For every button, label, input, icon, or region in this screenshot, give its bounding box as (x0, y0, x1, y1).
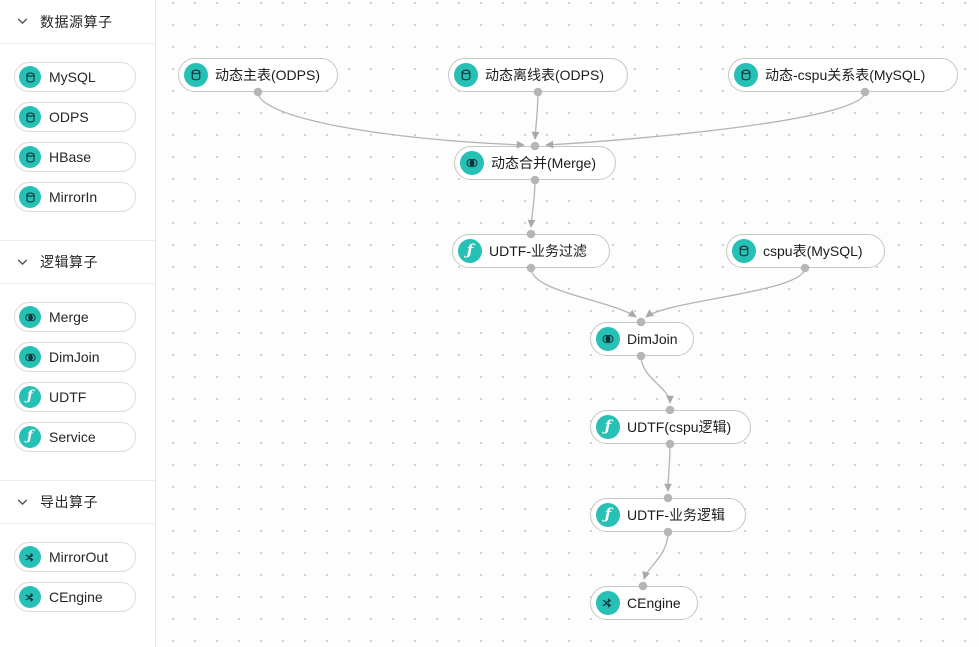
palette-item-dimjoin[interactable]: DimJoin (14, 342, 136, 372)
palette-item-label: CEngine (49, 589, 103, 605)
palette-item-label: DimJoin (49, 349, 100, 365)
edge-dimjoin-to-cspulogic[interactable] (640, 355, 674, 404)
flow-canvas[interactable]: 动态主表(ODPS) 动态离线表(ODPS) 动态-cspu关系表(MySQL)… (156, 0, 979, 647)
database-icon (19, 146, 41, 168)
flow-edges-layer (253, 87, 870, 591)
node-cengine[interactable]: CEngine (590, 586, 698, 620)
palette-item-label: ODPS (49, 109, 89, 125)
edge-filter-to-dimjoin[interactable] (530, 267, 637, 318)
palette-item-mirrorin[interactable]: MirrorIn (14, 182, 136, 212)
node-dimjoin[interactable]: DimJoin (590, 322, 694, 356)
palette-item-label: MirrorOut (49, 549, 109, 565)
node-cspu-table[interactable]: cspu表(MySQL) (726, 234, 885, 268)
edge-merge-to-filter[interactable] (527, 179, 536, 228)
section-header-logic[interactable]: 逻辑算子 (0, 240, 155, 284)
edge-bizlogic-to-cengine[interactable] (642, 531, 669, 580)
function-icon: ƒ (458, 239, 482, 263)
edge-main-to-merge[interactable] (257, 91, 525, 149)
node-dynamic-main-table[interactable]: 动态主表(ODPS) (178, 58, 338, 92)
database-icon (19, 66, 41, 88)
edge-cspu-to-dimjoin[interactable] (645, 267, 806, 318)
section-title: 数据源算子 (40, 13, 113, 30)
shuffle-icon (19, 586, 41, 608)
node-udtf-business-filter[interactable]: ƒ UDTF-业务过滤 (452, 234, 610, 268)
palette-item-label: HBase (49, 149, 92, 165)
node-label: 动态主表(ODPS) (215, 67, 320, 83)
database-icon (454, 63, 478, 87)
chevron-down-icon (17, 18, 28, 24)
node-label: UDTF-业务过滤 (489, 243, 587, 259)
merge-icon (460, 151, 484, 175)
node-dynamic-offline-table[interactable]: 动态离线表(ODPS) (448, 58, 628, 92)
function-icon: ƒ (596, 415, 620, 439)
section-items-logic: Merge DimJoin ƒ UDTF ƒ Service (0, 284, 155, 480)
palette-item-mysql[interactable]: MySQL (14, 62, 136, 92)
palette-item-label: MySQL (49, 69, 96, 85)
shuffle-icon (596, 591, 620, 615)
database-icon (184, 63, 208, 87)
node-label: UDTF-业务逻辑 (627, 507, 725, 523)
node-udtf-cspu-logic[interactable]: ƒ UDTF(cspu逻辑) (590, 410, 751, 444)
database-icon (19, 106, 41, 128)
palette-item-merge[interactable]: Merge (14, 302, 136, 332)
node-label: cspu表(MySQL) (763, 243, 863, 259)
edge-offline-to-merge[interactable] (531, 91, 540, 140)
palette-item-label: Service (49, 429, 96, 445)
node-label: 动态离线表(ODPS) (485, 67, 604, 83)
node-label: DimJoin (627, 331, 678, 347)
node-dynamic-cspu-relation-table[interactable]: 动态-cspu关系表(MySQL) (728, 58, 958, 92)
chevron-down-icon (17, 499, 28, 505)
edge-cspulogic-to-bizlogic[interactable] (664, 443, 672, 492)
merge-icon (19, 346, 41, 368)
database-icon (734, 63, 758, 87)
palette-item-label: Merge (49, 309, 89, 325)
shuffle-icon (19, 546, 41, 568)
section-header-export[interactable]: 导出算子 (0, 480, 155, 524)
palette-item-odps[interactable]: ODPS (14, 102, 136, 132)
node-label: UDTF(cspu逻辑) (627, 419, 732, 435)
database-icon (19, 186, 41, 208)
chevron-down-icon (17, 259, 28, 265)
section-title: 导出算子 (40, 494, 98, 510)
palette-item-cengine[interactable]: CEngine (14, 582, 136, 612)
section-title: 逻辑算子 (40, 254, 98, 270)
section-items-datasource: MySQL ODPS HBase MirrorIn (0, 44, 155, 240)
palette-item-label: MirrorIn (49, 189, 98, 205)
node-label: 动态合并(Merge) (491, 155, 597, 171)
palette-item-service[interactable]: ƒ Service (14, 422, 136, 452)
palette-item-label: UDTF (49, 389, 87, 405)
function-icon: ƒ (19, 426, 41, 448)
node-dynamic-merge[interactable]: 动态合并(Merge) (454, 146, 616, 180)
node-label: CEngine (627, 595, 681, 611)
operator-palette-sidebar: 数据源算子 MySQL ODPS HBase MirrorIn (0, 0, 156, 647)
database-icon (732, 239, 756, 263)
section-items-export: MirrorOut CEngine (0, 524, 155, 640)
merge-icon (19, 306, 41, 328)
palette-item-mirrorout[interactable]: MirrorOut (14, 542, 136, 572)
node-udtf-business-logic[interactable]: ƒ UDTF-业务逻辑 (590, 498, 746, 532)
function-icon: ƒ (19, 386, 41, 408)
section-header-datasource[interactable]: 数据源算子 (0, 0, 155, 44)
edge-relation-to-merge[interactable] (545, 91, 866, 149)
merge-icon (596, 327, 620, 351)
palette-item-udtf[interactable]: ƒ UDTF (14, 382, 136, 412)
palette-item-hbase[interactable]: HBase (14, 142, 136, 172)
node-label: 动态-cspu关系表(MySQL) (765, 67, 926, 83)
function-icon: ƒ (596, 503, 620, 527)
